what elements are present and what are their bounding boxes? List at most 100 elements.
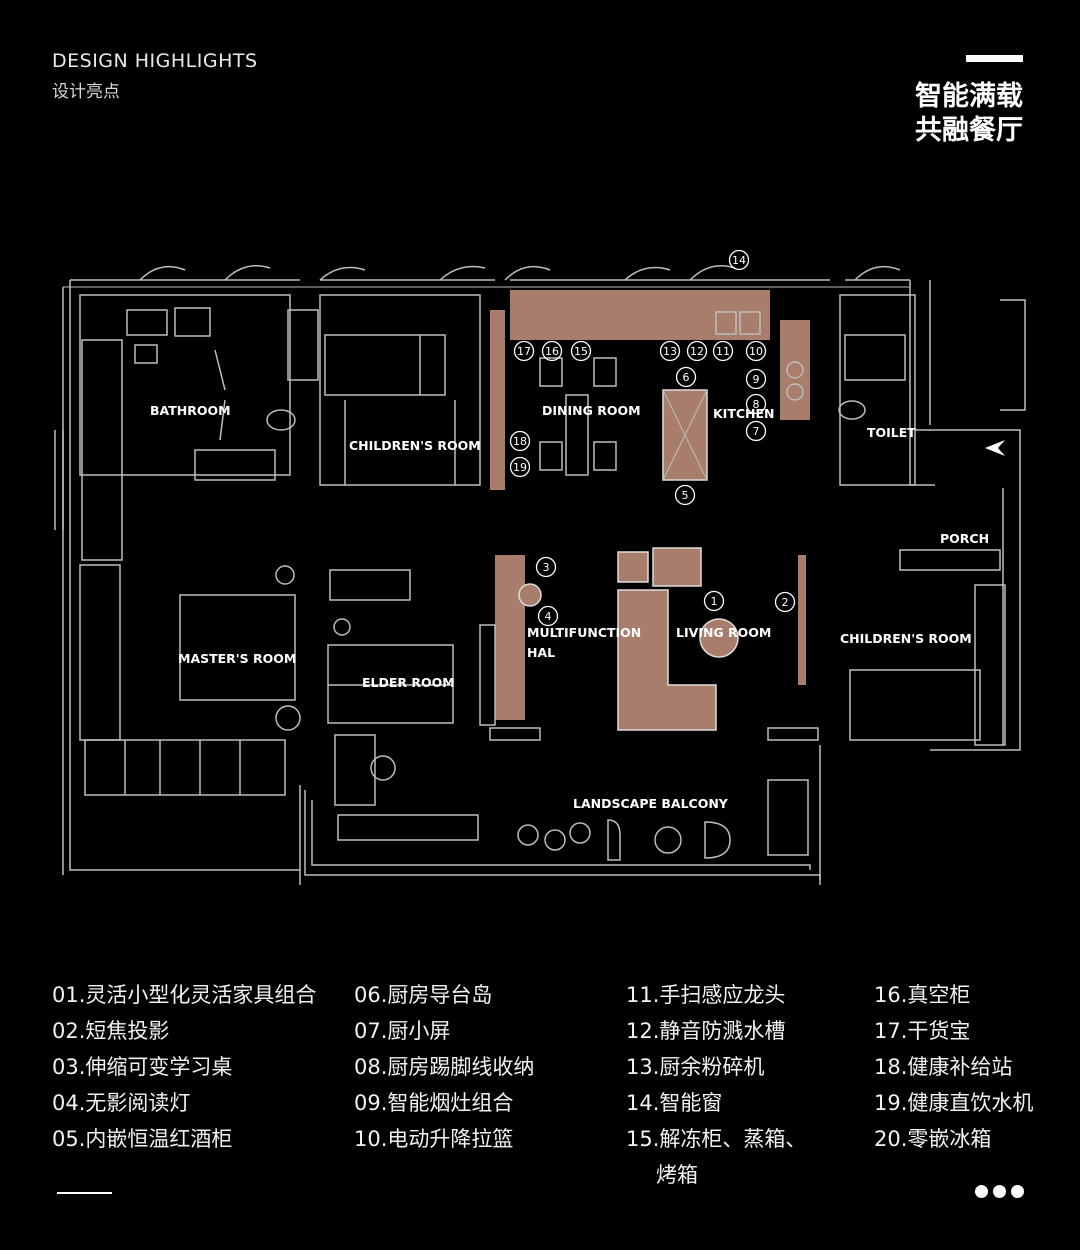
marker-circle-5 [674, 484, 696, 506]
elder-bed [327, 644, 454, 724]
master-bed [179, 594, 296, 701]
marker-number-2: 2 [782, 596, 789, 609]
marker-number-7: 7 [753, 425, 760, 438]
legend-item: 01.灵活小型化灵活家具组合 [52, 983, 317, 1007]
marker-circle-12 [686, 340, 708, 362]
label-dining-room: DINING ROOM [542, 403, 641, 418]
legend-item: 18.健康补给站 [874, 1055, 1013, 1079]
marker-number-9: 9 [753, 373, 760, 386]
east-wall [819, 429, 1021, 885]
marker-number-19: 19 [513, 461, 527, 474]
more-dots-icon[interactable] [975, 1183, 1029, 1202]
marker-number-10: 10 [749, 345, 763, 358]
marker-circle-13 [659, 340, 681, 362]
label-multifunction-1: MULTIFUNCTION [527, 625, 641, 640]
marker-circle-15 [570, 340, 592, 362]
label-kitchen: KITCHEN [713, 406, 775, 421]
marker-circle-19 [509, 456, 531, 478]
label-childrens-room-right: CHILDREN'S ROOM [840, 631, 972, 646]
marker-circle-6 [675, 366, 697, 388]
legend-item: 10.电动升降拉篮 [354, 1127, 514, 1151]
label-childrens-room-top: CHILDREN'S ROOM [349, 438, 481, 453]
marker-circle-9 [745, 368, 767, 390]
marker-number-13: 13 [663, 345, 677, 358]
legend-item: 14.智能窗 [626, 1091, 723, 1115]
marker-circle-18 [509, 430, 531, 452]
label-elder-room: ELDER ROOM [362, 675, 455, 690]
marker-number-18: 18 [513, 435, 527, 448]
marker-number-1: 1 [711, 595, 718, 608]
legend-column-2: 06.厨房导台岛 07.厨小屏 08.厨房踢脚线收纳 09.智能烟灶组合 10.… [354, 977, 534, 1157]
marker-number-11: 11 [716, 345, 730, 358]
footer-line [57, 1192, 112, 1194]
entry-arrow-icon [985, 440, 1005, 456]
legend-item: 19.健康直饮水机 [874, 1091, 1034, 1115]
marker-circle-14 [728, 249, 750, 271]
marker-number-4: 4 [545, 610, 552, 623]
legend-item: 烤箱 [656, 1163, 698, 1187]
legend-item: 06.厨房导台岛 [354, 983, 493, 1007]
header-english: DESIGN HIGHLIGHTS [52, 50, 258, 72]
marker-circle-4 [537, 605, 559, 627]
toilet-outline [839, 294, 916, 486]
legend-column-1: 01.灵活小型化灵活家具组合 02.短焦投影 03.伸缩可变学习桌 04.无影阅… [52, 977, 316, 1157]
legend-column-4: 16.真空柜 17.干货宝 18.健康补给站 19.健康直饮水机 20.零嵌冰箱 [874, 977, 1033, 1157]
marker-circle-17 [513, 340, 535, 362]
south-wall [299, 785, 821, 880]
west-wall [62, 280, 301, 885]
label-landscape-balcony: LANDSCAPE BALCONY [573, 796, 729, 811]
label-bathroom: BATHROOM [150, 403, 231, 418]
marker-number-16: 16 [545, 345, 559, 358]
legend-item: 13.厨余粉碎机 [626, 1055, 765, 1079]
bathroom-outline [79, 294, 291, 476]
page-title: 智能满载 共融餐厅 [915, 80, 1023, 148]
title-line-2: 共融餐厅 [915, 115, 1023, 146]
dining-cabinet [490, 310, 505, 490]
marker-number-6: 6 [683, 371, 690, 384]
label-masters-room: MASTER'S ROOM [178, 651, 296, 666]
legend-item: 08.厨房踢脚线收纳 [354, 1055, 535, 1079]
coffee-table [699, 618, 739, 658]
marker-circle-3 [535, 556, 557, 578]
header-chinese: 设计亮点 [52, 82, 120, 102]
label-toilet: TOILET [867, 425, 916, 440]
legend-item: 16.真空柜 [874, 983, 971, 1007]
label-porch: PORCH [940, 531, 989, 546]
marker-number-5: 5 [682, 489, 689, 502]
porch-bench [899, 549, 1001, 571]
marker-circle-1 [703, 590, 725, 612]
marker-circle-11 [712, 340, 734, 362]
legend-item: 03.伸缩可变学习桌 [52, 1055, 233, 1079]
kitchen-counter [510, 290, 770, 340]
marker-number-14: 14 [732, 254, 746, 267]
legend-item: 20.零嵌冰箱 [874, 1127, 992, 1151]
sofa [617, 589, 717, 731]
legend-item: 04.无影阅读灯 [52, 1091, 191, 1115]
legend-column-3: 11.手扫感应龙头 12.静音防溅水槽 13.厨余粉碎机 14.智能窗 15.解… [626, 977, 806, 1193]
marker-circle-16 [541, 340, 563, 362]
childrens-bed-right [849, 669, 981, 741]
marker-circle-7 [745, 420, 767, 442]
legend-item: 11.手扫感应龙头 [626, 983, 786, 1007]
marker-number-8: 8 [753, 398, 760, 411]
label-multifunction-2: HAL [527, 645, 555, 660]
childrens-room-top-outline [319, 294, 481, 486]
legend-item: 15.解冻柜、蒸箱、 [626, 1127, 807, 1151]
legend-item: 02.短焦投影 [52, 1019, 170, 1043]
legend-item: 09.智能烟灶组合 [354, 1091, 514, 1115]
stove-column [780, 320, 810, 420]
legend-item: 07.厨小屏 [354, 1019, 451, 1043]
marker-number-17: 17 [517, 345, 531, 358]
marker-number-15: 15 [574, 345, 588, 358]
marker-circle-8 [745, 393, 767, 415]
marker-number-3: 3 [543, 561, 550, 574]
marker-circle-2 [774, 591, 796, 613]
legend-item: 12.静音防溅水槽 [626, 1019, 786, 1043]
marker-number-12: 12 [690, 345, 704, 358]
window-arcs [139, 265, 901, 281]
floor-plan: BATHROOM CHILDREN'S ROOM DINING ROOM KIT… [54, 249, 1026, 885]
title-line-1: 智能满载 [915, 81, 1023, 112]
legend-item: 05.内嵌恒温红酒柜 [52, 1127, 233, 1151]
title-accent-bar [966, 55, 1023, 62]
marker-circle-10 [745, 340, 767, 362]
